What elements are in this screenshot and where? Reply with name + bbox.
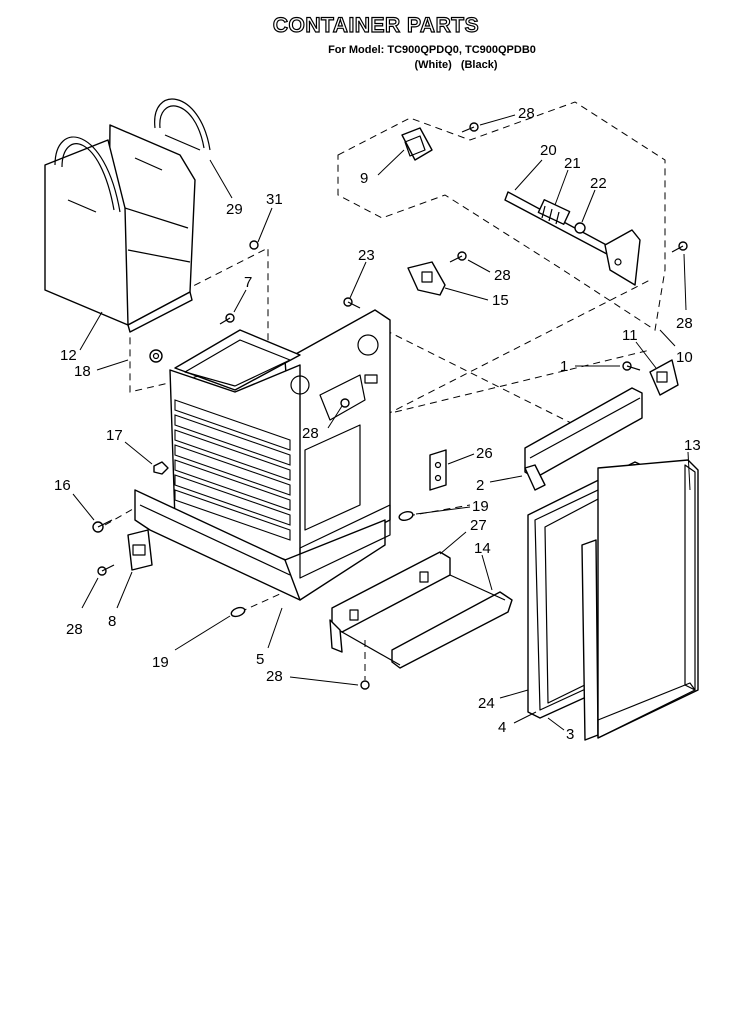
- callout-18: 18: [74, 363, 91, 380]
- screw-19-left: [230, 606, 246, 618]
- callout-28-bottom: 28: [266, 668, 283, 685]
- part-21-spring: [537, 199, 571, 225]
- nut-17: [153, 461, 169, 475]
- callout-27: 27: [470, 517, 487, 534]
- assembly-line-g: [407, 504, 471, 517]
- callout-7: 7: [244, 274, 252, 291]
- callout-9: 9: [360, 170, 368, 187]
- screw-28-latch: [449, 251, 467, 263]
- page-title: CONTAINER PARTS: [272, 13, 480, 37]
- screw-7: [219, 313, 235, 325]
- callout-28-top: 28: [518, 105, 535, 122]
- callout-8: 8: [108, 613, 116, 630]
- screw-28-right: [671, 241, 688, 253]
- screw-28-top: [461, 122, 479, 133]
- callout-17: 17: [106, 427, 123, 444]
- callout-22: 22: [590, 175, 607, 192]
- screw-28-cabinet: [340, 398, 350, 408]
- screw-16: [92, 519, 113, 533]
- callout-11: 11: [622, 327, 638, 344]
- screw-31: [249, 240, 259, 250]
- part-14-drawer-front: [329, 574, 513, 669]
- assembly-line-b: [384, 329, 586, 431]
- callout-5: 5: [256, 651, 264, 668]
- assembly-line-c: [394, 349, 651, 413]
- model-line: For Model: TC900QPDQ0, TC900QPDB0: [328, 44, 536, 56]
- screw-28-left: [97, 564, 115, 576]
- callout-2: 2: [476, 477, 484, 494]
- part-9-hinge-bracket: [401, 127, 433, 161]
- part-3-door-gasket: [581, 539, 599, 741]
- callout-24: 24: [478, 695, 495, 712]
- part-22-washer: [574, 222, 586, 234]
- callout-26: 26: [476, 445, 493, 462]
- cabinet-grille: [174, 399, 291, 541]
- leader-lines: [72, 114, 691, 731]
- callout-14: 14: [474, 540, 491, 557]
- part-12-liner-bag: [44, 124, 196, 333]
- callout-15: 15: [492, 292, 509, 309]
- part-15-latch-bracket: [407, 261, 446, 296]
- callout-12: 12: [60, 347, 77, 364]
- part-26-clip: [429, 449, 447, 491]
- assembly-line-d: [104, 504, 141, 526]
- callout-3: 3: [566, 726, 574, 743]
- part-29-handle: [154, 98, 211, 151]
- callout-19-left: 19: [152, 654, 169, 671]
- callout-28-left: 28: [66, 621, 83, 638]
- callout-23: 23: [358, 247, 375, 264]
- callout-31: 31: [266, 191, 283, 208]
- callout-29: 29: [226, 201, 243, 218]
- part-10-hinge-plate: [604, 229, 641, 286]
- knob-18: [149, 349, 163, 363]
- screw-23: [343, 297, 361, 309]
- variant-white: (White): [414, 59, 452, 71]
- callout-21: 21: [564, 155, 581, 172]
- part-2-top-rail: [524, 387, 643, 491]
- top-hinge-group-outline: [337, 101, 666, 331]
- screw-28-bottom: [360, 680, 370, 690]
- callout-13: 13: [684, 437, 701, 454]
- callout-labels: 28 9 20 21 22 29 31 23 28 15 28 7 12 18 …: [54, 105, 701, 743]
- part-11-catch: [649, 359, 679, 396]
- color-variants: (White) (Black): [0, 59, 752, 71]
- screw-19-right: [398, 511, 414, 521]
- callout-28-cabinet: 28: [302, 425, 319, 442]
- part-13-door-panel: [597, 459, 699, 739]
- variant-black: (Black): [460, 59, 498, 71]
- callout-28-latch: 28: [494, 267, 511, 284]
- callout-10: 10: [676, 349, 693, 366]
- callout-1: 1: [560, 358, 568, 375]
- part-8-bracket: [127, 529, 153, 571]
- screw-1: [622, 361, 641, 371]
- part-5-cabinet: [134, 309, 391, 601]
- callout-28-right: 28: [676, 315, 693, 332]
- callout-16: 16: [54, 477, 71, 494]
- callout-19-right: 19: [472, 498, 489, 515]
- callout-4: 4: [498, 719, 506, 736]
- callout-20: 20: [540, 142, 557, 159]
